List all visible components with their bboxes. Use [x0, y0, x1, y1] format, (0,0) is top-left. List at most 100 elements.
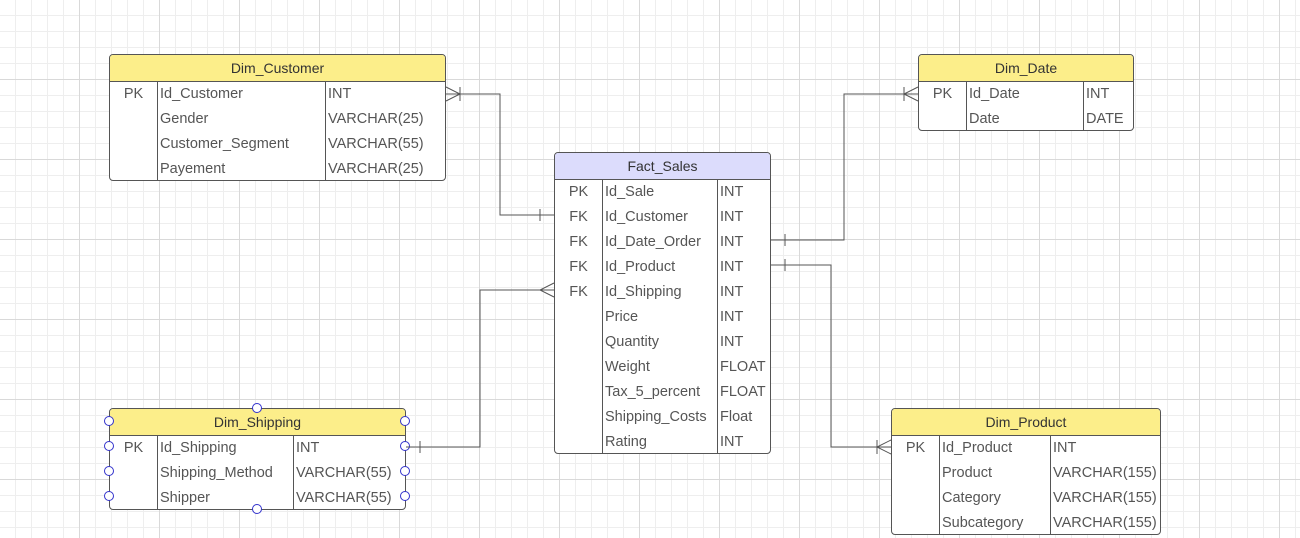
field-row-payement[interactable]: Payement VARCHAR(25): [110, 157, 445, 180]
field-name: Quantity: [605, 334, 659, 350]
selection-handle[interactable]: [400, 466, 410, 476]
field-type: INT: [720, 259, 744, 275]
entity-title: Fact_Sales: [555, 153, 770, 180]
field-row-shipping-costs[interactable]: Shipping_Costs Float: [555, 405, 770, 430]
field-key: PK: [905, 440, 926, 456]
type-column-divider: [325, 81, 326, 180]
field-name: Id_Shipping: [605, 284, 682, 300]
field-name: Category: [942, 490, 1001, 506]
field-name: Gender: [160, 111, 209, 127]
field-name: Shipping_Costs: [605, 409, 707, 425]
field-key: PK: [932, 86, 953, 102]
field-key: FK: [569, 209, 588, 225]
selection-handle[interactable]: [400, 441, 410, 451]
field-row-id-customer[interactable]: FK Id_Customer INT: [555, 205, 770, 230]
field-name: Product: [942, 465, 992, 481]
field-type: VARCHAR(25): [328, 161, 424, 177]
field-row-id-date[interactable]: PK Id_Date INT: [919, 82, 1133, 107]
type-column-divider: [717, 179, 718, 453]
key-column-divider: [966, 81, 967, 130]
field-name: Id_Date: [969, 86, 1020, 102]
key-column-divider: [939, 435, 940, 534]
field-row-category[interactable]: Category VARCHAR(155): [892, 486, 1160, 511]
field-name: Id_Date_Order: [605, 234, 701, 250]
selection-handle[interactable]: [104, 416, 114, 426]
field-name: Id_Customer: [160, 86, 244, 102]
field-type: INT: [720, 434, 744, 450]
field-name: Id_Customer: [605, 209, 689, 225]
entity-title: Dim_Customer: [110, 55, 445, 82]
field-row-id-shipping[interactable]: FK Id_Shipping INT: [555, 280, 770, 305]
selection-handle[interactable]: [104, 491, 114, 501]
field-type: INT: [1053, 440, 1077, 456]
key-column-divider: [602, 179, 603, 453]
field-type: VARCHAR(55): [296, 465, 392, 481]
field-row-date[interactable]: Date DATE: [919, 107, 1133, 130]
field-name: Id_Product: [605, 259, 676, 275]
field-name: Id_Product: [942, 440, 1013, 456]
selection-handle[interactable]: [252, 504, 262, 514]
field-type: VARCHAR(55): [296, 490, 392, 506]
field-name: Id_Shipping: [160, 440, 237, 456]
field-name: Shipper: [160, 490, 210, 506]
field-type: INT: [720, 184, 744, 200]
entity-title: Dim_Shipping: [110, 409, 405, 436]
selection-handle[interactable]: [400, 416, 410, 426]
field-name: Weight: [605, 359, 650, 375]
field-type: VARCHAR(155): [1053, 490, 1157, 506]
field-type: DATE: [1086, 111, 1124, 127]
field-key: PK: [568, 184, 589, 200]
selection-handle[interactable]: [104, 441, 114, 451]
field-row-id-customer[interactable]: PK Id_Customer INT: [110, 82, 445, 107]
entity-title: Dim_Product: [892, 409, 1160, 436]
selection-handle[interactable]: [104, 466, 114, 476]
field-type: INT: [720, 334, 744, 350]
field-type: INT: [328, 86, 352, 102]
field-type: INT: [296, 440, 320, 456]
key-column-divider: [157, 81, 158, 180]
field-type: INT: [720, 284, 744, 300]
field-key: FK: [569, 234, 588, 250]
key-column-divider: [157, 435, 158, 509]
field-type: Float: [720, 409, 753, 425]
field-row-id-product[interactable]: FK Id_Product INT: [555, 255, 770, 280]
selection-handle[interactable]: [400, 491, 410, 501]
field-key: FK: [569, 259, 588, 275]
field-row-id-sale[interactable]: PK Id_Sale INT: [555, 180, 770, 205]
field-type: INT: [1086, 86, 1110, 102]
field-row-quantity[interactable]: Quantity INT: [555, 330, 770, 355]
type-column-divider: [293, 435, 294, 509]
field-type: FLOAT: [720, 384, 766, 400]
entity-title: Dim_Date: [919, 55, 1133, 82]
field-key: FK: [569, 284, 588, 300]
type-column-divider: [1050, 435, 1051, 534]
type-column-divider: [1083, 81, 1084, 130]
field-name: Payement: [160, 161, 226, 177]
field-row-shipper[interactable]: Shipper VARCHAR(55): [110, 486, 405, 509]
selection-handle[interactable]: [252, 403, 262, 413]
field-type: VARCHAR(55): [328, 136, 424, 152]
field-name: Id_Sale: [605, 184, 655, 200]
field-name: Date: [969, 111, 1000, 127]
field-row-id-product[interactable]: PK Id_Product INT: [892, 436, 1160, 461]
field-type: INT: [720, 309, 744, 325]
field-type: INT: [720, 209, 744, 225]
field-key: PK: [123, 86, 144, 102]
